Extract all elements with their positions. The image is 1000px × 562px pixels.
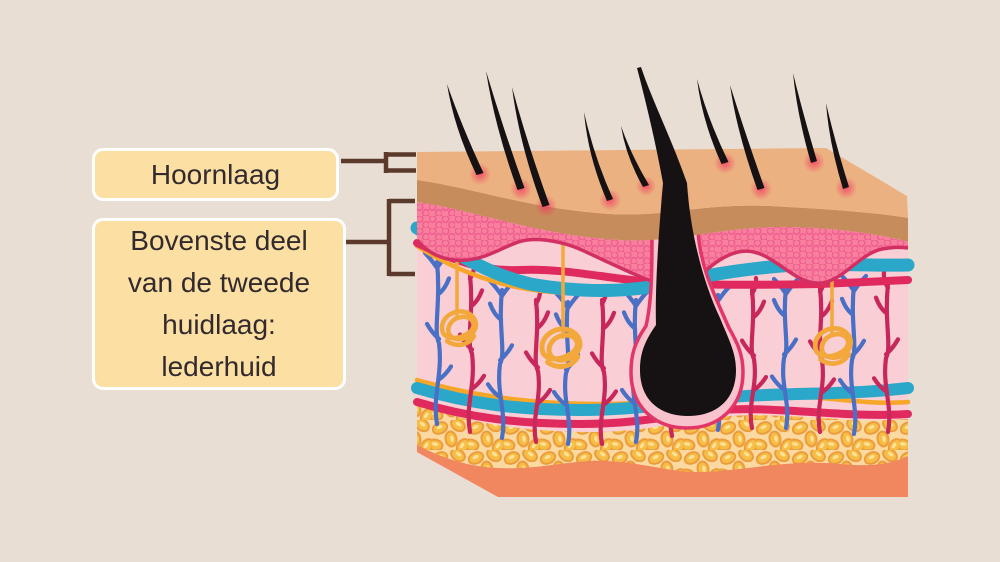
vein-vessel [485, 278, 517, 441]
label-hoornlaag-text: Hoornlaag [150, 158, 281, 190]
hair [486, 71, 525, 190]
hair [621, 126, 649, 187]
hairs [447, 71, 849, 207]
hair [793, 73, 817, 163]
artery-vessel [871, 269, 901, 435]
hair-shaft-large [637, 67, 687, 183]
connector-bracket-lederhuid [346, 198, 415, 277]
hair [730, 85, 765, 190]
hair [697, 79, 729, 164]
follicle-bulb [640, 183, 736, 416]
vein-vessel [769, 276, 801, 431]
hair-follicle [637, 67, 736, 416]
vein-vessel [422, 250, 454, 427]
label-hoornlaag: Hoornlaag [92, 148, 339, 201]
artery-vessel [523, 285, 553, 445]
label-lederhuid-line2: van de tweede [127, 267, 311, 298]
label-lederhuid-line3: huidlaag: [162, 309, 276, 340]
vein-vessel [837, 273, 869, 437]
hair [512, 87, 550, 207]
artery-vessel [739, 275, 769, 431]
connector-bracket-hoornlaag [341, 152, 416, 173]
label-lederhuid-line4: lederhuid [161, 351, 277, 382]
label-lederhuid: Bovenste deel van de tweede huidlaag: le… [92, 218, 346, 390]
hair [826, 103, 849, 189]
artery-vessel [589, 285, 619, 447]
hair [447, 84, 484, 175]
skin-block [410, 67, 915, 497]
label-lederhuid-line1: Bovenste deel [130, 225, 308, 256]
epidermis-lower-band [417, 180, 908, 242]
